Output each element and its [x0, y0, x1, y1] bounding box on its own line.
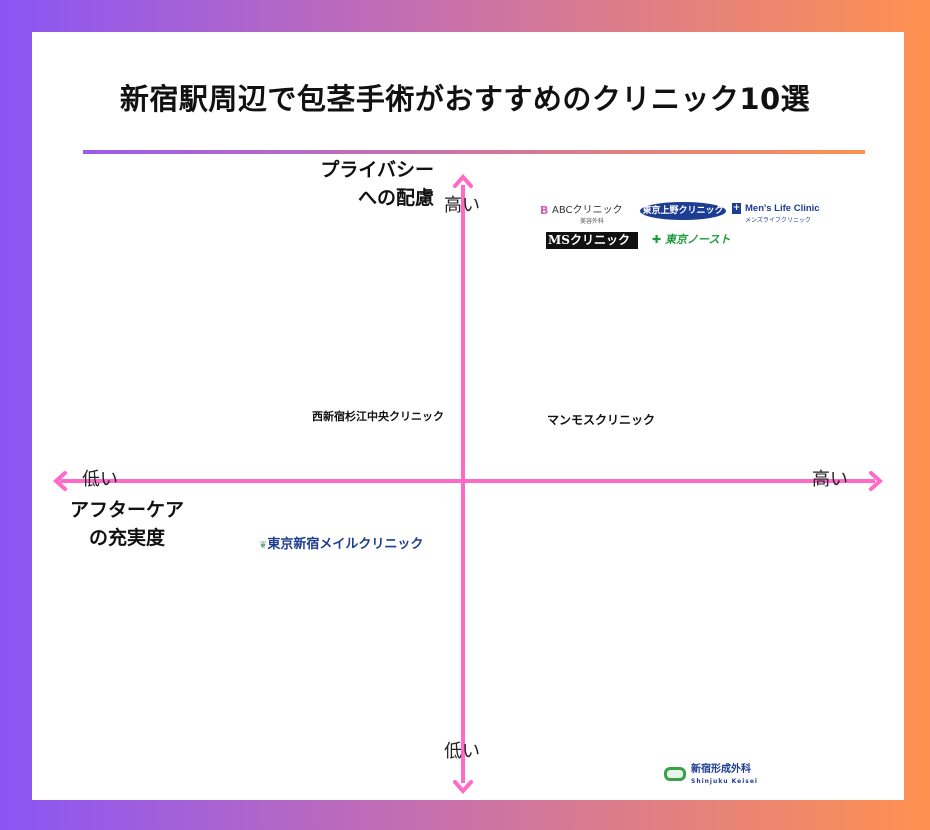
ms-clinic-logo: MSクリニック [546, 232, 638, 249]
plus-icon: ✚ [652, 233, 666, 246]
page-title: 新宿駅周辺で包茎手術がおすすめのクリニック10選 [119, 82, 811, 116]
abc-clinic-logo: B ABCクリニック 美容外科 [540, 204, 623, 226]
nishishinjuku-sugie-clinic: 西新宿杉江中央クリニック [312, 410, 444, 423]
cross-icon: + [732, 203, 741, 214]
y-axis-label-line2: への配慮 [357, 187, 434, 209]
x-low-label: 低い [82, 469, 118, 490]
tokyo-noast-clinic-logo: ✚ 東京ノースト [652, 233, 731, 246]
y-low-label: 低い [444, 741, 480, 762]
mammoth-clinic: マンモスクリニック [547, 413, 656, 427]
tokyo-shinjuku-male-clinic-logo: ❦東京新宿メイルクリニック [259, 537, 424, 552]
horizontal-axis-left-arrow [52, 471, 67, 491]
shinjuku-keisei-logo: 新宿形成外科 Shinjuku Keisei [664, 764, 774, 788]
x-high-label: 高い [812, 469, 848, 490]
leaf-icon: ❦ [259, 540, 268, 551]
y-axis-label: プライバシー への配慮 [320, 156, 434, 212]
title-divider [83, 150, 865, 154]
keisei-emblem-icon [664, 767, 686, 781]
mens-life-clinic-logo: + Men's Life Clinic メンズライフクリニック [732, 203, 820, 224]
x-axis-label-line2: の充実度 [88, 527, 165, 549]
y-axis-label-line1: プライバシー [320, 159, 434, 181]
tokyo-ueno-clinic-logo: 東京上野クリニック [640, 202, 726, 220]
vertical-axis-bottom-arrow [453, 780, 473, 795]
x-axis-label-line1: アフターケア [69, 499, 184, 521]
abc-icon: B [540, 204, 549, 217]
vertical-axis-top-arrow [453, 173, 473, 188]
horizontal-axis-right-arrow [869, 471, 884, 491]
x-axis-label: アフターケア の充実度 [52, 496, 202, 552]
y-high-label: 高い [444, 195, 480, 216]
card [32, 32, 904, 800]
